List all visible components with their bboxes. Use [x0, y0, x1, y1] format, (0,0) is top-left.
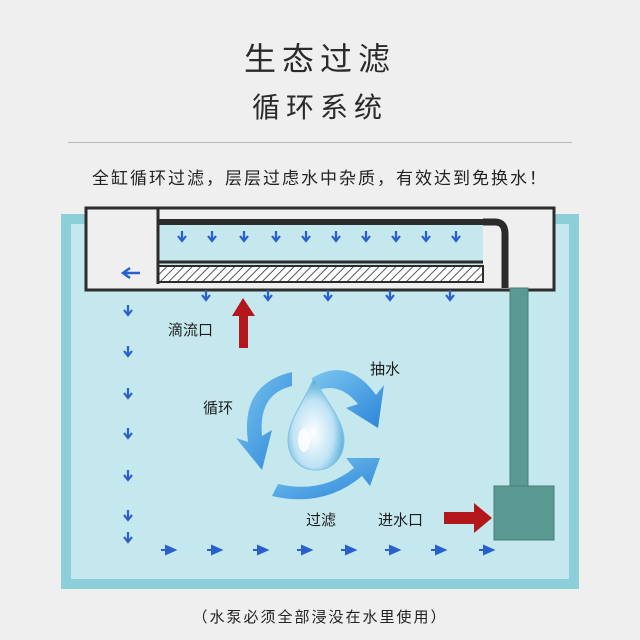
water-pump: [493, 485, 555, 541]
filter-arrow: [239, 231, 249, 243]
title-line-1: 生态过滤: [243, 40, 396, 78]
left-flow-arrow: [123, 510, 133, 522]
filter-flow-arrows: [177, 231, 461, 243]
bottom-flow-arrow: [161, 544, 178, 556]
divider: [68, 142, 572, 143]
drip-arrow: [201, 290, 211, 302]
bottom-flow-arrow: [385, 544, 402, 556]
footer-note: （水泵必须全部浸没在水里使用）: [192, 608, 448, 626]
filter-arrow: [421, 231, 431, 243]
title-line-2: 循环系统: [251, 91, 388, 124]
bottom-flow-arrow: [431, 544, 448, 556]
filter-arrow: [207, 231, 217, 243]
pump-pipe: [509, 287, 529, 489]
cycle-arc-top: [312, 370, 384, 428]
left-flow-arrow: [123, 305, 133, 317]
drip-arrow: [263, 290, 273, 302]
filter-arrow: [271, 231, 281, 243]
label-drip-outlet: 滴流口: [168, 321, 213, 339]
filter-arrow: [301, 231, 311, 243]
label-pump-in: 抽水: [370, 360, 400, 378]
filter-arrow: [451, 231, 461, 243]
drip-arrow: [445, 290, 455, 302]
drip-arrow: [385, 290, 395, 302]
bottom-flow-arrow: [207, 544, 224, 556]
filter-media: [157, 265, 484, 283]
bottom-flow-arrow: [479, 544, 496, 556]
filter-arrow: [177, 231, 187, 243]
cycle-arc-bottom: [272, 458, 380, 500]
subtitle: 全缸循环过滤，层层过虑水中杂质，有效达到免换水！: [92, 169, 548, 189]
left-flow-arrow: [123, 470, 133, 482]
bottom-flow-arrow: [297, 544, 314, 556]
label-circulate: 循环: [203, 399, 233, 417]
bottom-flow-arrow: [253, 544, 270, 556]
left-flow-arrow: [123, 346, 133, 358]
left-flow-arrow: [123, 428, 133, 440]
inlet-red-arrow: [444, 503, 492, 533]
drip-outlet-red-arrow: [232, 298, 255, 348]
return-pipe: [483, 218, 509, 288]
drip-arrow: [323, 290, 333, 302]
filter-diagram: 滴流口 抽水 循环 过滤 进水口: [61, 206, 579, 589]
filter-arrow: [331, 231, 341, 243]
drip-flow-arrows: [201, 290, 455, 302]
overflow-arrow: [120, 266, 140, 280]
left-flow-arrows: [123, 305, 133, 544]
filter-arrow: [391, 231, 401, 243]
left-flow-arrow: [123, 388, 133, 400]
cycle-arc-left: [236, 372, 292, 470]
filter-arrow: [361, 231, 371, 243]
label-water-inlet: 进水口: [378, 511, 423, 529]
cycle-arrows: [236, 370, 384, 500]
bottom-flow-arrow: [341, 544, 358, 556]
bottom-flow-arrows: [161, 544, 496, 556]
left-flow-arrow: [123, 532, 133, 544]
label-filter: 过滤: [306, 511, 336, 529]
